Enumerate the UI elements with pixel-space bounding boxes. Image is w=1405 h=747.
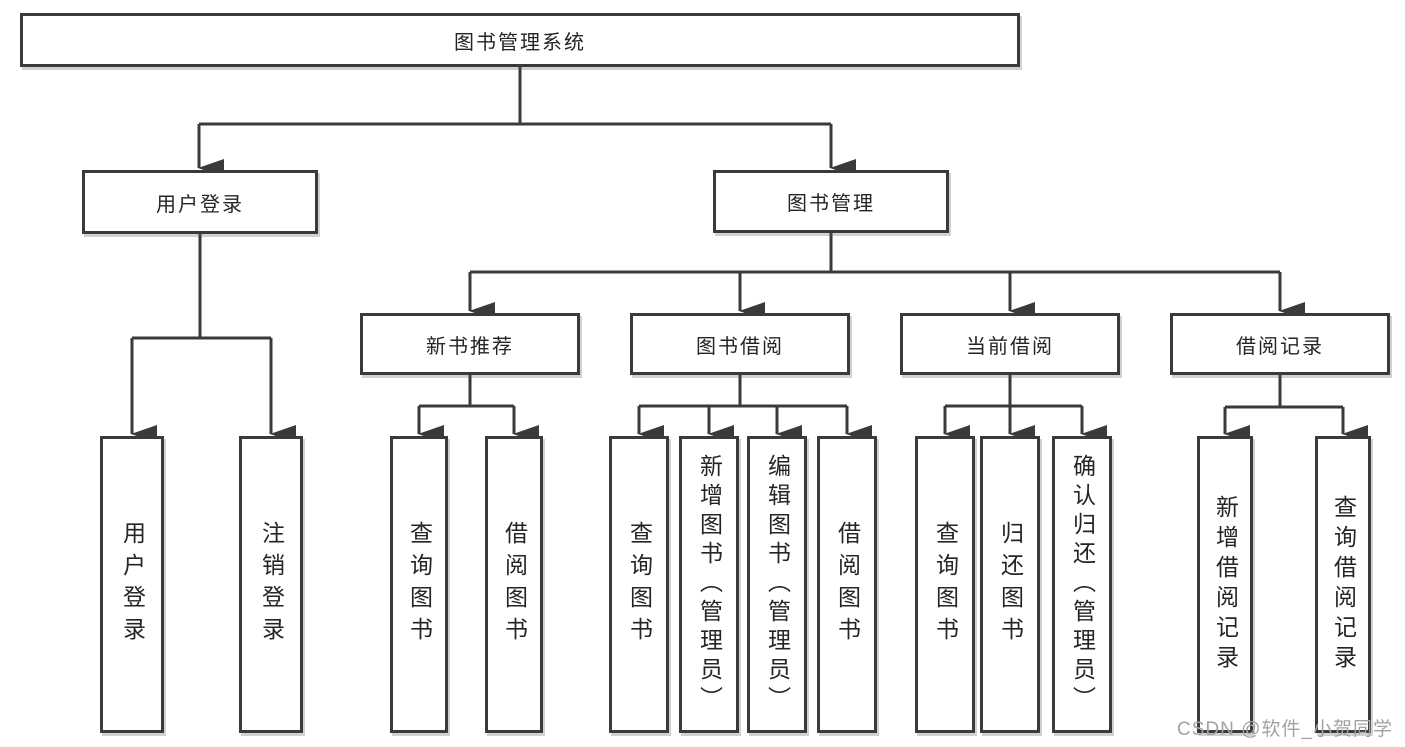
connector-book-borrow-branch [639, 375, 847, 408]
node-current-borrow: 当前借阅 [900, 313, 1120, 375]
connector-new-book-branch [419, 375, 514, 408]
leaf-confirm-return-admin-label: 确认归还（管理员） [1069, 454, 1096, 715]
leaf-borrow-books-2-label: 借阅图书 [834, 520, 861, 649]
leaf-logout-label: 注销登录 [258, 520, 285, 649]
leaf-logout: 注销登录 [239, 436, 303, 733]
leaf-query-borrow-record: 查询借阅记录 [1315, 436, 1371, 733]
node-book-management-label: 图书管理 [787, 193, 875, 215]
leaf-query-books-1-label: 查询图书 [406, 520, 433, 649]
node-root-label: 图书管理系统 [454, 31, 586, 54]
leaf-borrow-books-1-label: 借阅图书 [501, 520, 528, 649]
node-book-management: 图书管理 [713, 170, 949, 233]
leaf-query-books-3-label: 查询图书 [932, 520, 959, 649]
connector-borrow-records-branch [1225, 375, 1343, 409]
leaf-add-borrow-record: 新增借阅记录 [1197, 436, 1253, 733]
leaf-add-borrow-record-label: 新增借阅记录 [1212, 494, 1239, 675]
leaf-user-login-label: 用户登录 [119, 520, 146, 649]
connector-root-branch [199, 67, 831, 126]
node-current-borrow-label: 当前借阅 [966, 335, 1054, 358]
node-root-system: 图书管理系统 [20, 13, 1020, 67]
connector-current-borrow-branch [945, 375, 1082, 408]
node-user-login-label: 用户登录 [156, 193, 244, 216]
leaf-query-books-2: 查询图书 [609, 436, 669, 733]
leaf-query-books-2-label: 查询图书 [626, 520, 653, 649]
node-new-book-recommend-label: 新书推荐 [426, 335, 514, 358]
node-book-borrow-label: 图书借阅 [696, 335, 784, 358]
leaf-borrow-books-2: 借阅图书 [817, 436, 877, 733]
node-borrow-records-label: 借阅记录 [1236, 335, 1324, 358]
leaf-query-books-1: 查询图书 [390, 436, 448, 733]
leaf-confirm-return-admin: 确认归还（管理员） [1052, 436, 1112, 733]
csdn-watermark: CSDN @软件_小贺同学 [1177, 719, 1393, 740]
leaf-borrow-books-1: 借阅图书 [485, 436, 543, 733]
node-book-borrow: 图书借阅 [630, 313, 850, 375]
leaf-edit-books-admin-label: 编辑图书（管理员） [764, 454, 791, 715]
connector-user-login-branch [132, 234, 271, 340]
leaf-return-books-label: 归还图书 [997, 520, 1024, 649]
node-user-login: 用户登录 [82, 170, 318, 234]
leaf-user-login: 用户登录 [100, 436, 164, 733]
node-new-book-recommend: 新书推荐 [360, 313, 580, 375]
leaf-edit-books-admin: 编辑图书（管理员） [747, 436, 807, 733]
leaf-query-books-3: 查询图书 [915, 436, 975, 733]
leaf-query-borrow-record-label: 查询借阅记录 [1330, 494, 1357, 675]
connector-book-mgmt-branch [470, 233, 1280, 274]
node-borrow-records: 借阅记录 [1170, 313, 1390, 375]
leaf-add-books-admin: 新增图书（管理员） [679, 436, 739, 733]
leaf-return-books: 归还图书 [980, 436, 1040, 733]
leaf-add-books-admin-label: 新增图书（管理员） [696, 454, 723, 715]
